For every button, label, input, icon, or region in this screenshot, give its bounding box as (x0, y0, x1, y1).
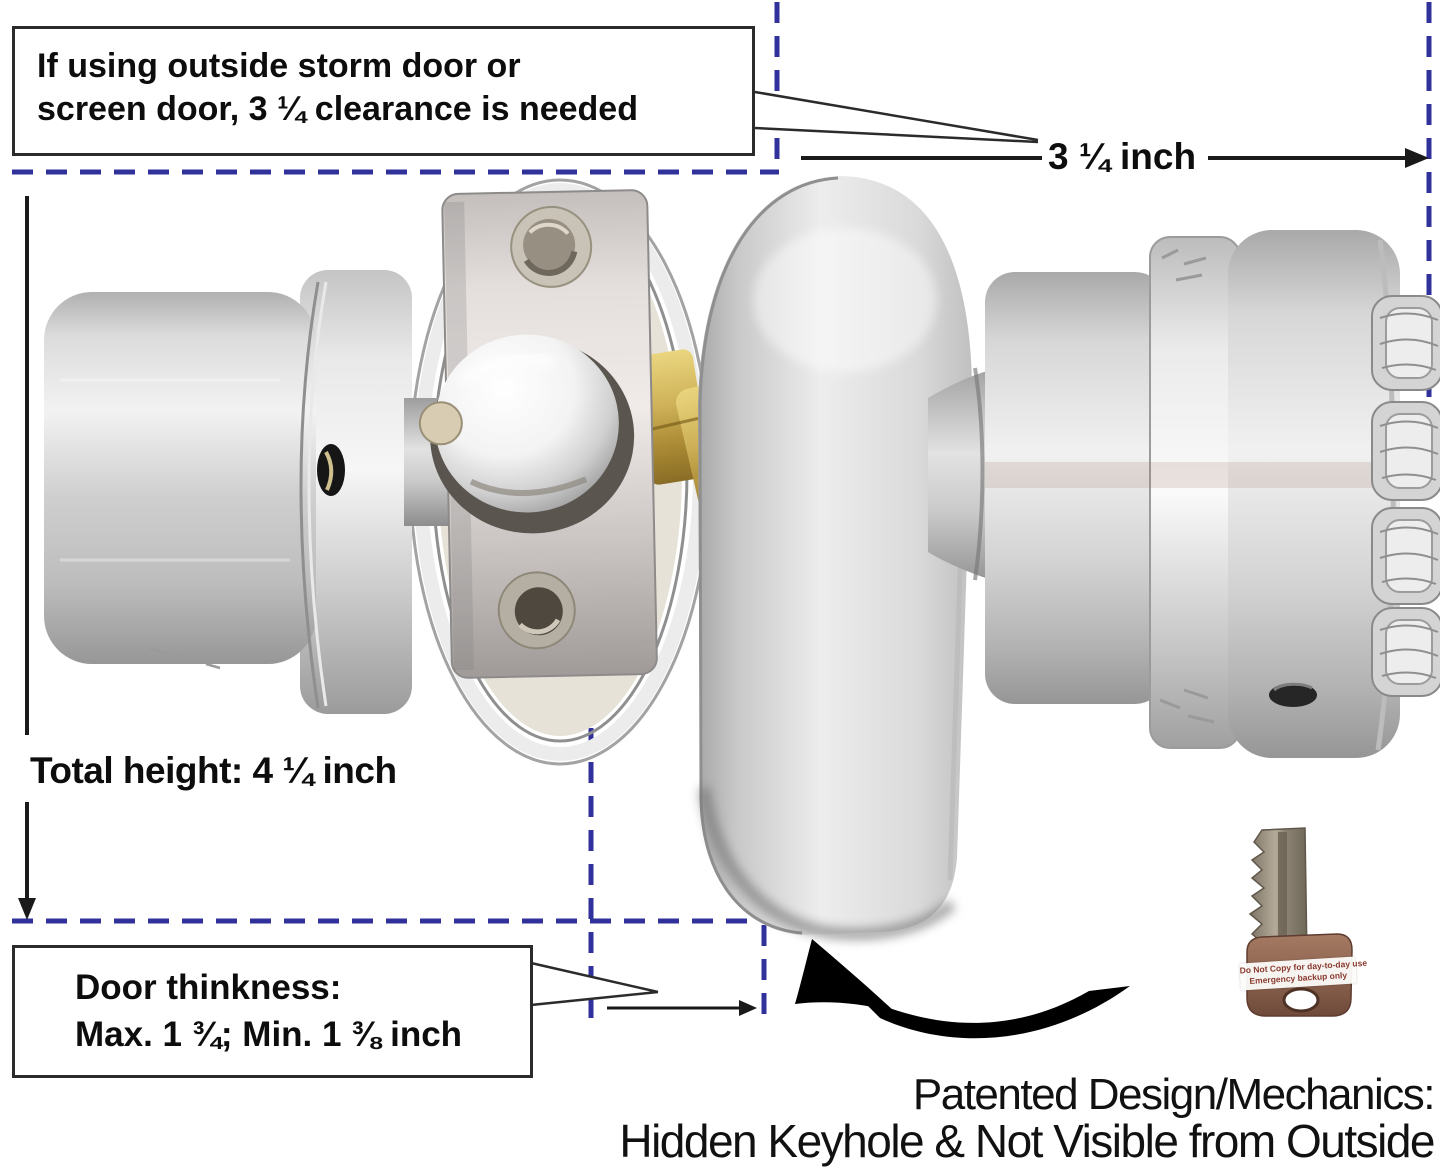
arrowhead-down-icon (18, 898, 36, 920)
width-dimension-label: 3 ¼ inch (1048, 136, 1197, 177)
height-dimension-label: Total height: 4 ¼ inch (30, 750, 397, 791)
inside-knob-body (44, 292, 316, 664)
dimension-lines (18, 89, 1429, 1016)
arrowhead-right-small-icon (739, 1000, 757, 1016)
latch-screw-hole-top (510, 205, 593, 288)
key-hole (1282, 987, 1320, 1013)
thickness-note-pointer (529, 961, 757, 1016)
inside-knob-face-ring (300, 270, 412, 714)
outside-knob-face (1228, 230, 1400, 758)
keypad-button (1371, 401, 1440, 501)
keypad-button (1371, 607, 1440, 697)
inside-knob (44, 270, 450, 714)
keypad-button (1371, 507, 1440, 605)
outside-knob (928, 230, 1440, 758)
patent-caption-line2: Hidden Keyhole & Not Visible from Outsid… (619, 1114, 1435, 1167)
teardrop-rose-plate (698, 176, 973, 941)
patent-caption: Patented Design/Mechanics: Hidden Keyhol… (534, 1070, 1436, 1167)
door-thickness-note-line2: Max. 1 ¾; Min. 1 ⅜ inch (75, 1015, 463, 1054)
latch-assembly (418, 189, 658, 679)
outside-knob-body (985, 272, 1165, 704)
outside-knob-band (1149, 236, 1241, 749)
storm-note-pointer (752, 89, 1040, 144)
latch-screw-hole-bottom (497, 571, 576, 650)
keypad-buttons (1371, 295, 1440, 697)
latch-bolt (430, 334, 635, 534)
door-thickness-note-line1: Door thinkness: (75, 968, 342, 1007)
latch-pin (418, 401, 463, 446)
arrowhead-right-icon (1405, 148, 1429, 168)
rotation-arrow-icon (795, 939, 1130, 1039)
storm-door-note: If using outside storm door or screen do… (12, 26, 755, 156)
storm-door-note-line1: If using outside storm door or (37, 47, 521, 85)
set-screw (1269, 683, 1317, 707)
door-thickness-note: Door thinkness: Max. 1 ¾; Min. 1 ⅜ inch (12, 945, 533, 1078)
patent-caption-line1: Patented Design/Mechanics: (912, 1070, 1436, 1119)
keypad-button (1371, 295, 1440, 391)
storm-door-note-line2: screen door, 3 ¼ clearance is needed (37, 90, 638, 128)
product-photo (44, 176, 1440, 941)
